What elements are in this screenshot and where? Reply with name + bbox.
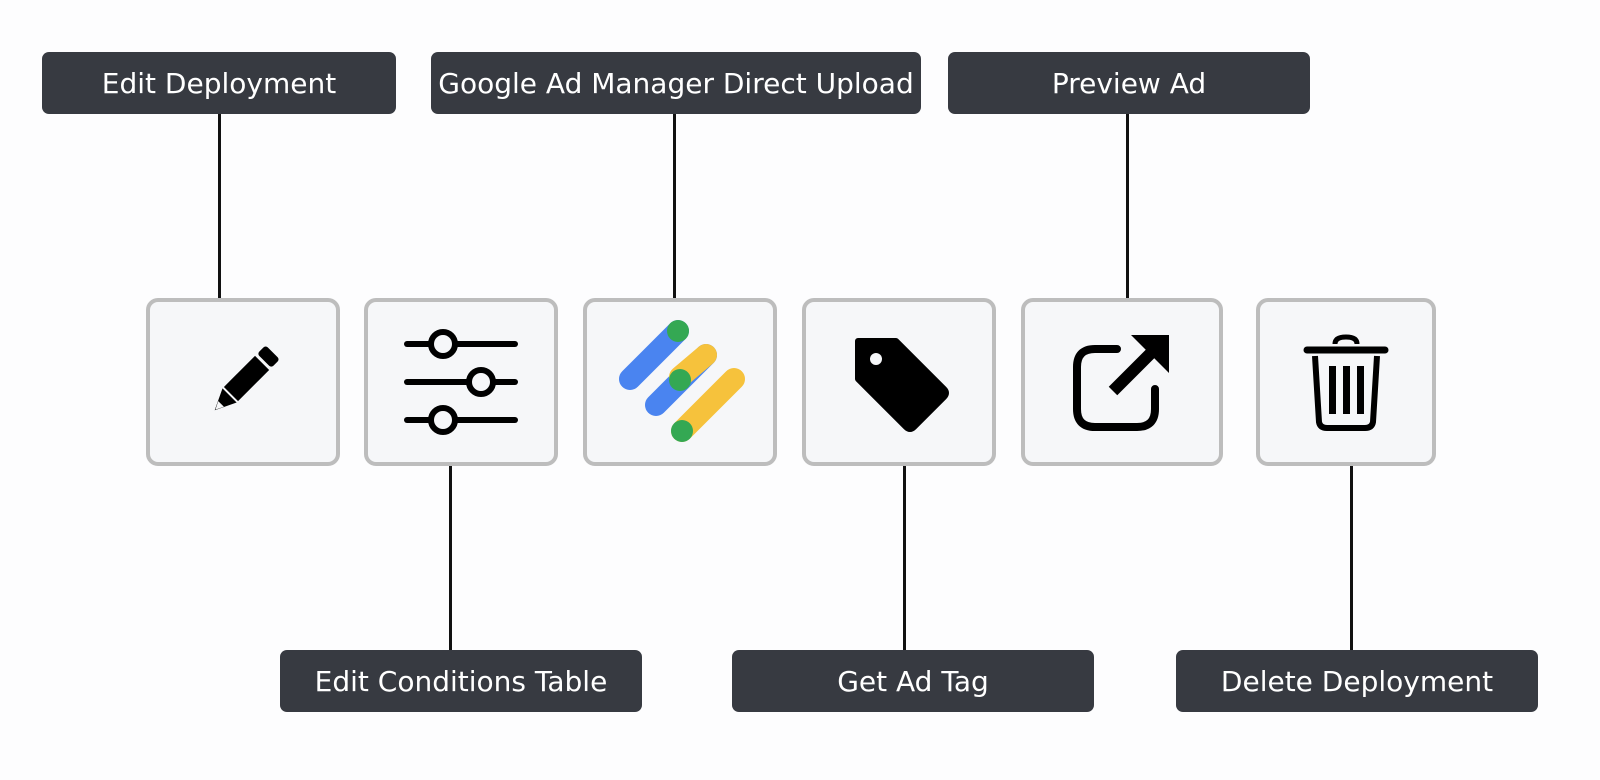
label-preview-ad: Preview Ad: [948, 52, 1310, 114]
label-gam-direct-upload: Google Ad Manager Direct Upload: [431, 52, 921, 114]
google-ad-manager-logo-icon: [619, 320, 745, 442]
connector-gam-direct-upload: [673, 114, 676, 298]
label-get-ad-tag: Get Ad Tag: [732, 650, 1094, 712]
trash-icon: [1303, 334, 1389, 431]
label-edit-deployment: Edit Deployment: [42, 52, 396, 114]
connector-edit-conditions-table: [449, 466, 452, 650]
get-ad-tag-button[interactable]: [802, 298, 996, 466]
delete-deployment-button[interactable]: [1256, 298, 1436, 466]
gam-direct-upload-button[interactable]: [583, 298, 777, 466]
connector-preview-ad: [1126, 114, 1129, 298]
preview-ad-button[interactable]: [1021, 298, 1223, 466]
label-edit-conditions-table: Edit Conditions Table: [280, 650, 642, 712]
edit-conditions-table-button[interactable]: [364, 298, 558, 466]
edit-deployment-button[interactable]: [146, 298, 340, 466]
label-delete-deployment: Delete Deployment: [1176, 650, 1538, 712]
sliders-icon: [404, 329, 518, 435]
connector-get-ad-tag: [903, 466, 906, 650]
tag-icon: [855, 338, 949, 432]
external-link-icon: [1073, 335, 1169, 431]
connector-edit-deployment: [218, 114, 221, 298]
pencil-icon: [214, 346, 279, 411]
connector-delete-deployment: [1350, 466, 1353, 650]
